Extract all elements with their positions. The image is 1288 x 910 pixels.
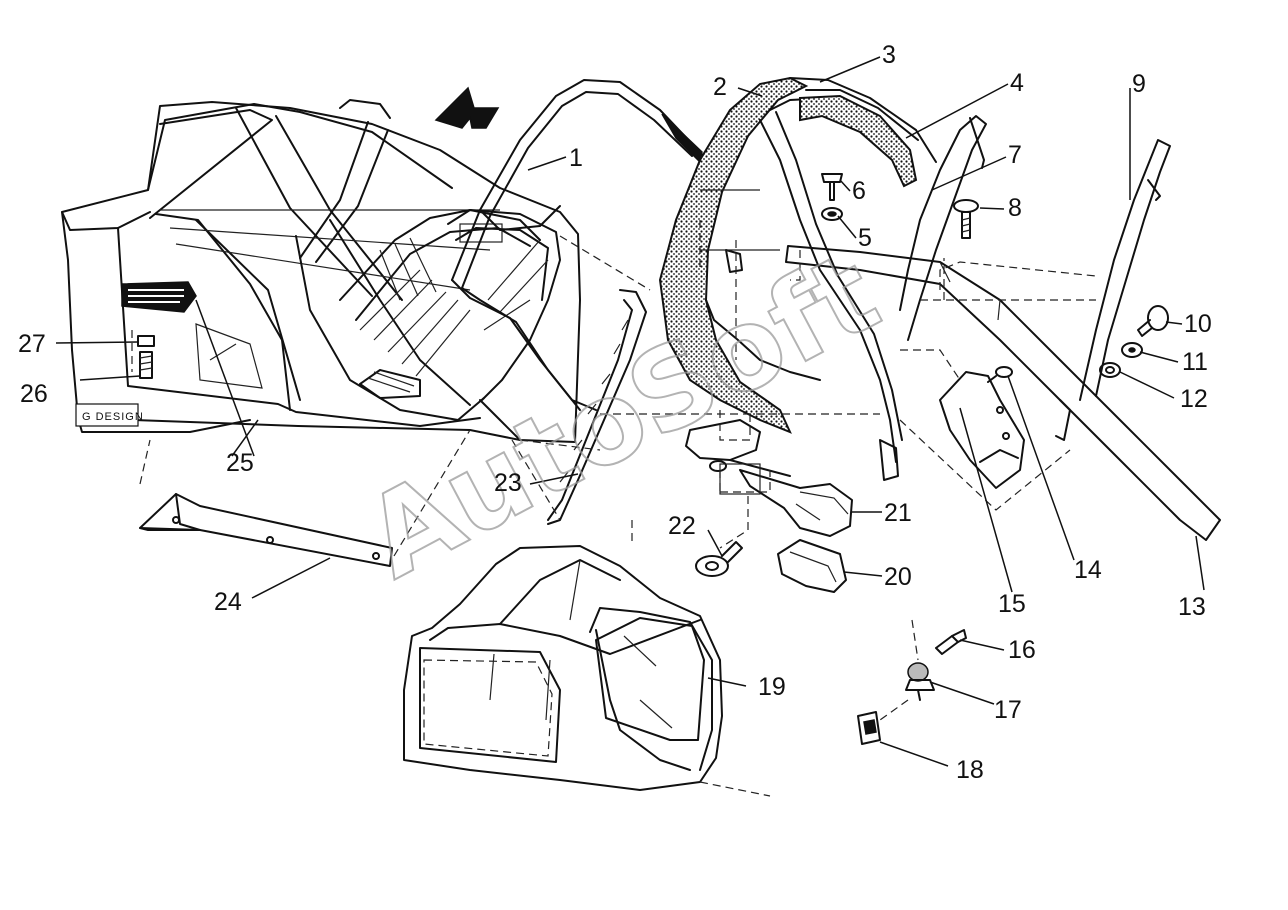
leader-lines <box>55 56 1205 767</box>
vehicle-body: G DESIGN <box>61 99 581 443</box>
part-7-roof-bow <box>899 115 987 341</box>
callout-3: 3 <box>882 41 896 69</box>
callout-20: 20 <box>884 563 912 591</box>
callout-2: 2 <box>713 73 727 101</box>
callout-numbers: 1 2 3 4 5 6 7 8 9 10 11 12 13 14 15 16 1… <box>18 41 1212 784</box>
part-20-latch-cover <box>777 539 847 593</box>
callout-13: 13 <box>1178 593 1206 621</box>
callout-12: 12 <box>1180 385 1208 413</box>
part-5-washer <box>821 207 843 221</box>
callout-1: 1 <box>569 144 583 172</box>
part-18-clip <box>857 711 881 745</box>
part-17-hinge-bracket <box>905 662 935 701</box>
part-16-bolt <box>935 629 967 655</box>
callout-9: 9 <box>1132 70 1146 98</box>
callout-27: 27 <box>18 330 46 358</box>
callout-14: 14 <box>1074 556 1102 584</box>
callout-5: 5 <box>858 224 872 252</box>
part-8-screw <box>953 199 979 239</box>
design-stamp: G DESIGN <box>82 411 144 423</box>
part-22-knob-screw <box>695 541 743 577</box>
callout-21: 21 <box>884 499 912 527</box>
part-23-seal-strip <box>547 289 647 525</box>
part-9-roof-bow-rear <box>1079 139 1171 401</box>
callout-23: 23 <box>494 469 522 497</box>
part-14-screw <box>987 366 1013 383</box>
part-19-hardtop <box>403 545 771 797</box>
part-12-spacer <box>1099 362 1121 378</box>
callout-18: 18 <box>956 756 984 784</box>
callout-17: 17 <box>994 696 1022 724</box>
callout-15: 15 <box>998 590 1026 618</box>
callout-24: 24 <box>214 588 242 616</box>
part-10-knob-screw <box>1137 305 1169 337</box>
callout-26: 26 <box>20 380 48 408</box>
callout-25: 25 <box>226 449 254 477</box>
part-1-windshield-frame <box>451 79 707 411</box>
callout-16: 16 <box>1008 636 1036 664</box>
callout-19: 19 <box>758 673 786 701</box>
direction-arrow-icon <box>434 86 500 129</box>
construction-lines <box>131 220 1097 721</box>
part-21-latch-assembly <box>685 419 853 537</box>
callout-4: 4 <box>1010 69 1024 97</box>
callout-7: 7 <box>1008 141 1022 169</box>
callout-6: 6 <box>852 177 866 205</box>
part-6-screw <box>821 173 843 201</box>
callout-11: 11 <box>1182 348 1208 376</box>
part-4-roof-arch-rear <box>700 94 918 481</box>
part-15-bracket-plate <box>939 371 1025 489</box>
callout-22: 22 <box>668 512 696 540</box>
part-11-washer <box>1121 342 1143 358</box>
part-13-side-rail <box>785 245 1221 541</box>
callout-10: 10 <box>1184 310 1212 338</box>
callout-8: 8 <box>1008 194 1022 222</box>
part-24-sill-strip <box>139 493 393 567</box>
